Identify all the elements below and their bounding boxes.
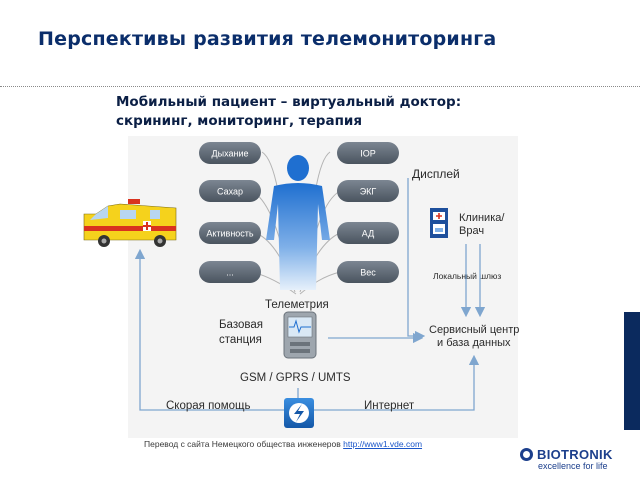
sensor-pill-left-4: ... <box>199 261 261 283</box>
ambulance-label: Скорая помощь <box>166 400 250 412</box>
clinic-label-line2: Врач <box>459 225 484 237</box>
sensor-pill-label: Вес <box>360 268 376 278</box>
connection-arrows <box>134 178 486 411</box>
sensor-pill-shape <box>199 180 261 202</box>
sensor-pill-shape <box>199 142 261 164</box>
display-label: Дисплей <box>412 167 460 181</box>
sensor-pill-shape <box>199 222 261 244</box>
page-title: Перспективы развития телемониторинга <box>38 28 497 50</box>
sensor-pill-label: IOP <box>360 149 376 159</box>
left-sensor-group: ДыханиеСахарАктивность... <box>199 142 261 283</box>
sensor-pill-shape <box>199 261 261 283</box>
logo-mark-icon <box>520 448 533 461</box>
internet-label: Интернет <box>364 400 415 412</box>
source-link[interactable]: http://www1.vde.com <box>343 439 423 449</box>
source-text: Перевод с сайта Немецкого общества инжен… <box>144 439 344 449</box>
sensor-pill-label: Сахар <box>217 187 243 197</box>
divider <box>0 86 640 87</box>
base-station-line1: Базовая <box>219 319 263 331</box>
service-center-line1: Сервисный центр <box>429 324 519 336</box>
sensor-pill-shape <box>337 180 399 202</box>
network-icon <box>284 398 314 428</box>
sensor-pill-shape <box>337 222 399 244</box>
telemetry-label: Телеметрия <box>265 299 329 311</box>
sensor-pill-label: АД <box>362 229 374 239</box>
sensor-pill-label: ... <box>226 268 234 278</box>
network-label: GSM / GPRS / UMTS <box>240 372 351 384</box>
biotronik-logo: BIOTRONIK excellence for life <box>520 447 613 471</box>
clinic-icon <box>430 208 448 238</box>
subtitle-line-2: скрининг, мониторинг, терапия <box>116 113 363 129</box>
side-accent-bar <box>624 312 640 430</box>
subtitle-line-1: Мобильный пациент – виртуальный доктор: <box>116 94 462 110</box>
subtitle: Мобильный пациент – виртуальный доктор: … <box>116 93 461 131</box>
sensor-pill-right-4: Вес <box>337 261 399 283</box>
sensor-pill-left-3: Активность <box>199 222 261 244</box>
source-note: Перевод с сайта Немецкого общества инжен… <box>144 439 422 449</box>
sensor-pill-label: Активность <box>206 229 254 239</box>
gateway-label: Локальный шлюз <box>433 271 501 281</box>
service-center-line2: и база данных <box>437 337 511 349</box>
sensor-pill-shape <box>337 142 399 164</box>
logo-tagline: excellence for life <box>538 461 608 471</box>
clinic-label-line1: Клиника/ <box>459 212 505 224</box>
sensor-pill-shape <box>337 261 399 283</box>
sensor-pill-left-1: Дыхание <box>199 142 261 164</box>
sensor-pill-right-2: ЭКГ <box>337 180 399 202</box>
sensor-pill-left-2: Сахар <box>199 180 261 202</box>
logo-name: BIOTRONIK <box>537 447 613 462</box>
diagram-background <box>128 136 518 438</box>
right-sensor-group: IOP ЭКГ АД Вес <box>337 142 399 283</box>
ambulance-icon <box>83 199 177 247</box>
base-station-icon <box>283 311 317 359</box>
sensor-pill-right-1: IOP <box>337 142 399 164</box>
sensor-pill-label: Дыхание <box>212 149 249 159</box>
sensor-pill-right-3: АД <box>337 222 399 244</box>
patient-figure <box>266 155 330 290</box>
base-station-line2: станция <box>219 334 262 346</box>
sensor-pill-label: ЭКГ <box>360 187 377 197</box>
